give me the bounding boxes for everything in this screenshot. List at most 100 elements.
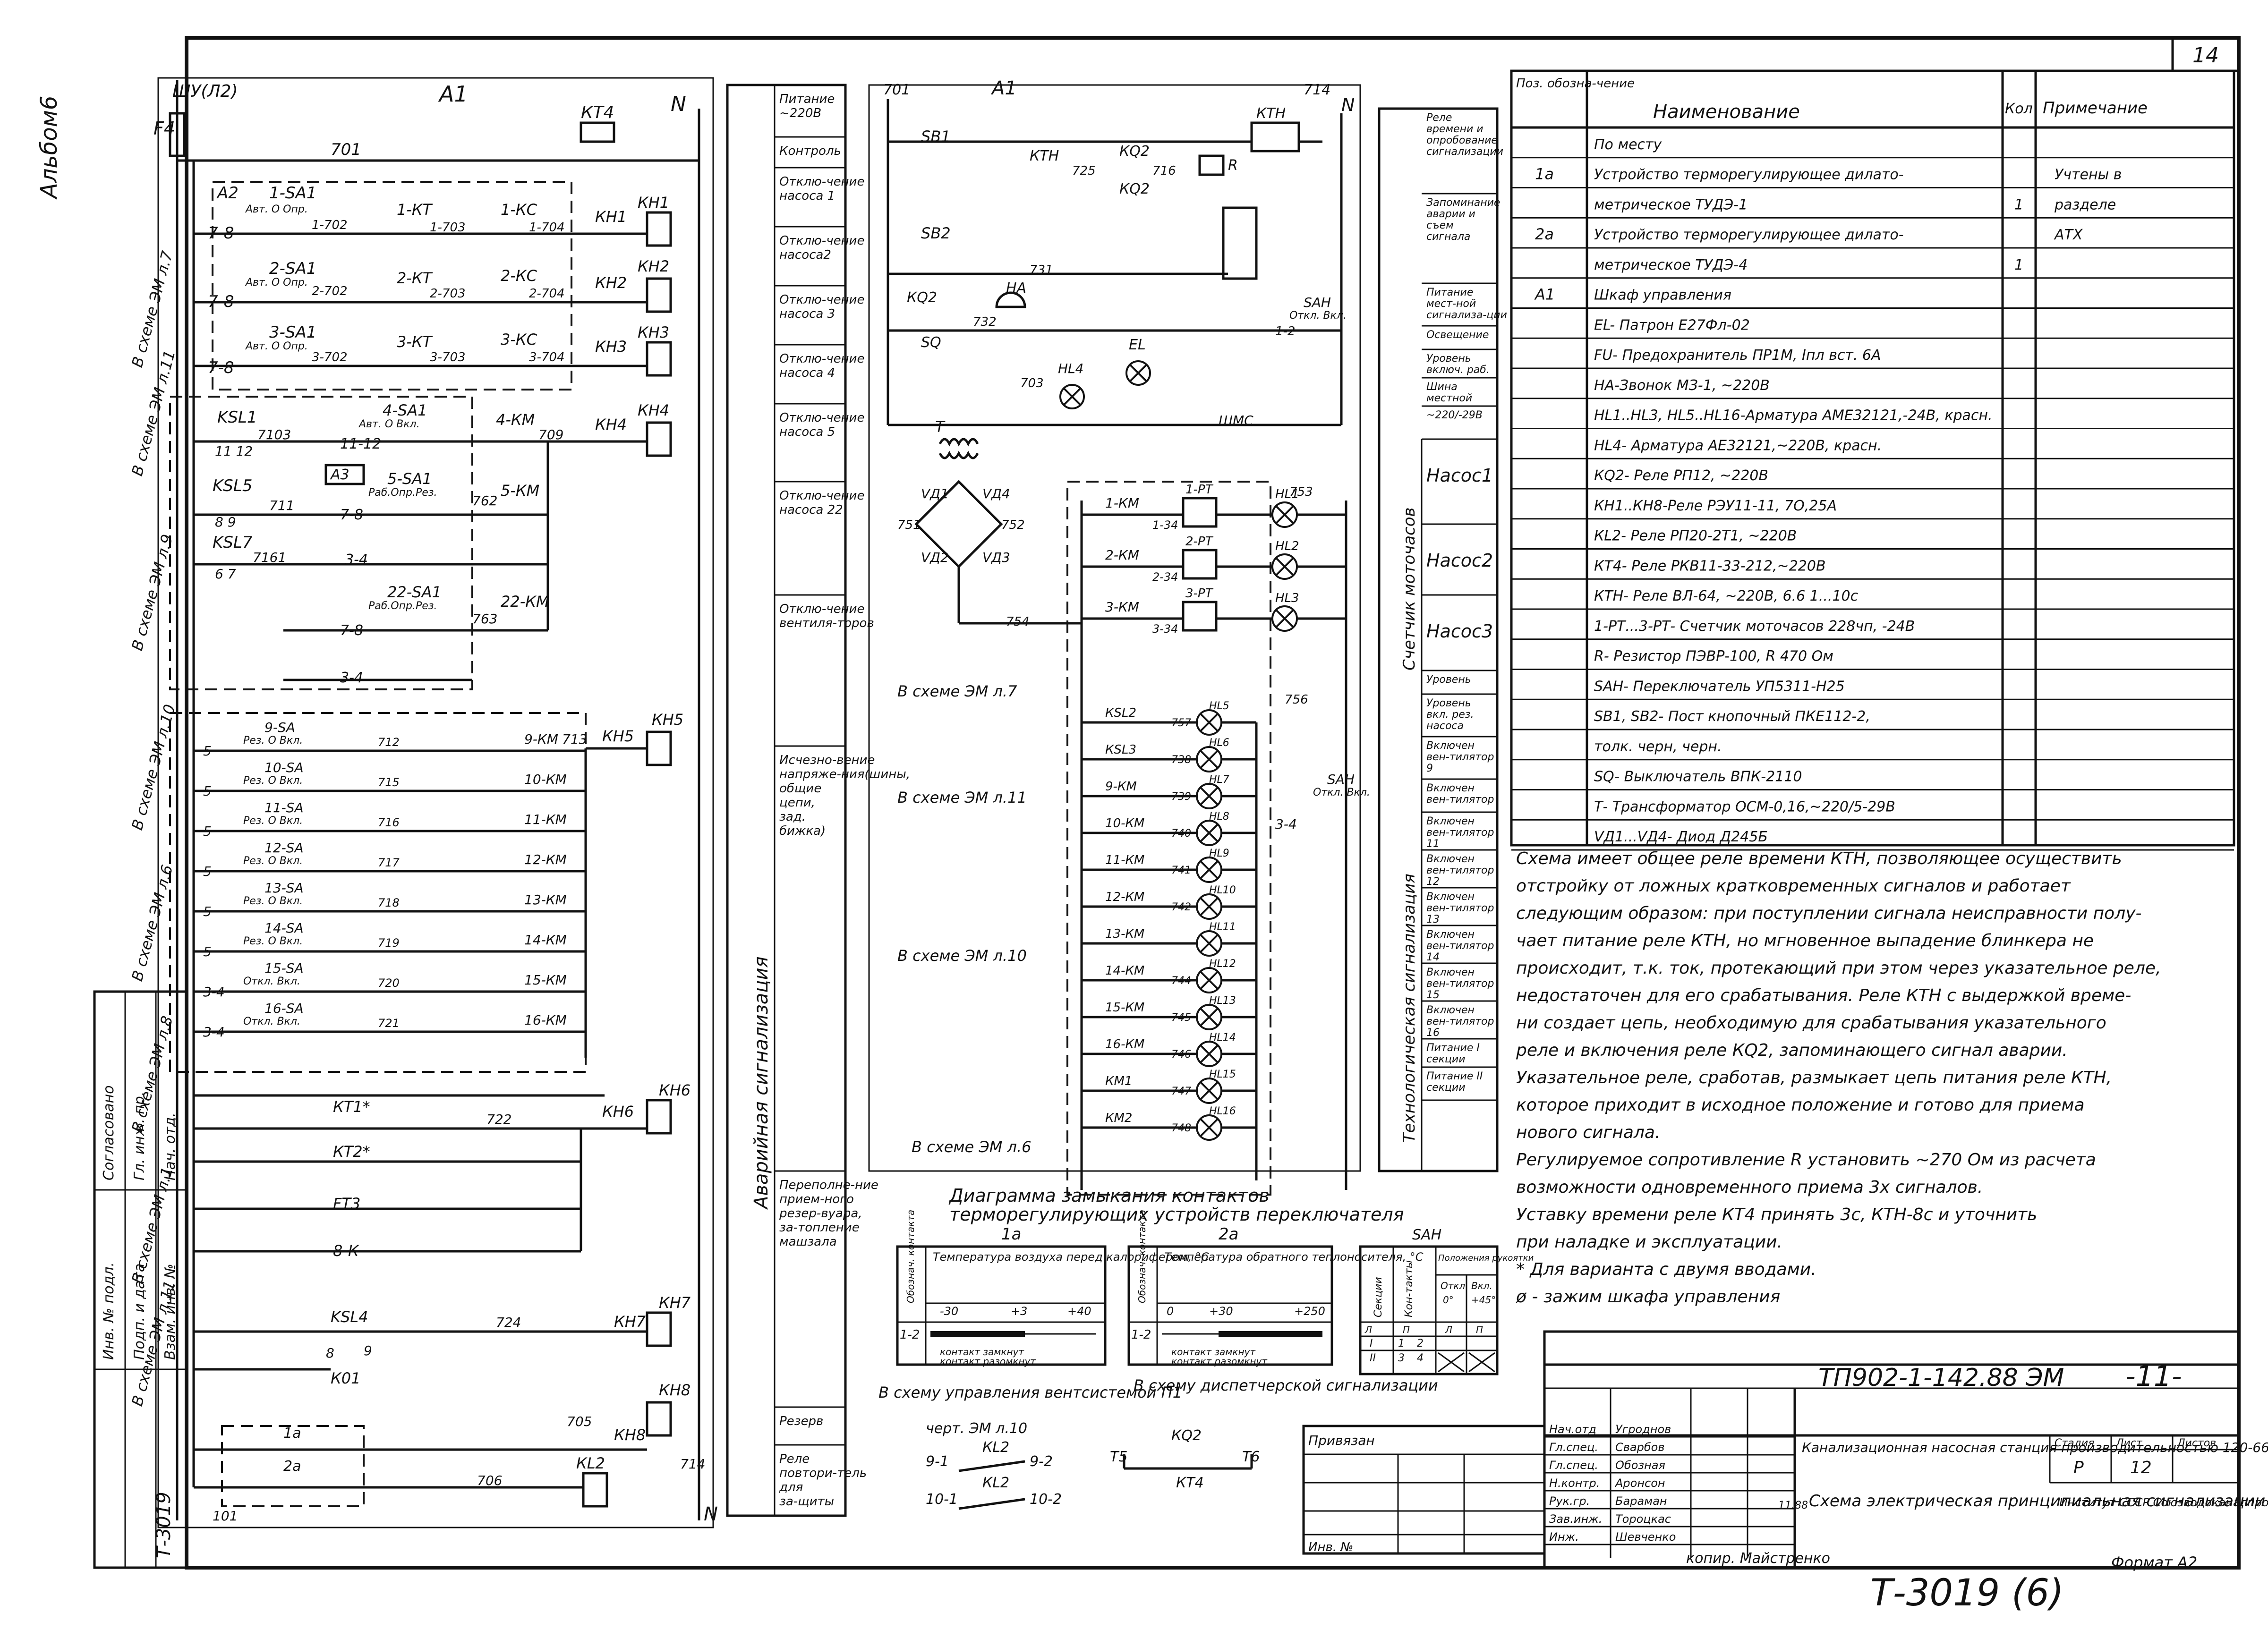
vent-switch-label: 9-SA <box>264 720 295 735</box>
fcol2-line: Уровень <box>1426 674 1471 686</box>
stamp-code: Т-3019 <box>153 1492 175 1558</box>
wire-714-left: 714 <box>680 1456 705 1472</box>
note-line: при наладке и эксплуатации. <box>1516 1232 1782 1252</box>
spec-name: КТН- Реле ВЛ-64, ~220В, 6.6 1...10с <box>1594 588 1859 604</box>
ksl7-terms: 6 7 <box>215 566 236 582</box>
coil-kh8-label: КН8 <box>659 1381 691 1399</box>
fcol2-line: насоса <box>1426 720 1464 732</box>
fcol2-line: вен-тилятор <box>1426 751 1494 763</box>
fcol1-line: зад. <box>779 810 806 824</box>
pump-row-4: KSL1 11 12 7103 4-SA1 Авт. О Вкл. 11-12 … <box>169 396 672 690</box>
counter-lamp-label: HL2 <box>1275 539 1299 553</box>
sah-col-0: Секции <box>1373 1277 1384 1317</box>
terms-4: 11-12 <box>340 436 381 452</box>
note-line: чает питание реле КТН, но мгновенное вып… <box>1516 931 2094 951</box>
counter-label: 2-РТ <box>1185 535 1214 549</box>
note-line: Указательное реле, сработав, размыкает ц… <box>1516 1068 2112 1087</box>
contact-1kt: 1-КТ <box>397 201 433 219</box>
role-name: Тороцкас <box>1615 1512 1671 1526</box>
contact-22km: 22-КМ <box>501 593 549 611</box>
mid-ref-l10: В схеме ЭМ л.10 <box>897 947 1027 965</box>
vent-switch-pos: Рез. О Вкл. <box>243 855 303 867</box>
wire-7161: 7161 <box>253 550 286 565</box>
coil-kh8-contact: КН8 <box>614 1426 646 1444</box>
vent-switch-pos: Рез. О Вкл. <box>243 775 303 787</box>
counter-label: 1-РТ <box>1185 483 1214 497</box>
coil-kh5-label: КН5 <box>602 727 634 745</box>
diode-vd2: VД2 <box>921 550 949 565</box>
switch-3sa1: 3-SA1 <box>269 323 316 342</box>
spec-name: SAН- Переключатель УП5311-Н25 <box>1594 678 1845 695</box>
sah2-terms: 3-4 <box>1275 816 1297 832</box>
contact-2kc: 2-КС <box>501 267 537 285</box>
counter-lamp <box>1271 553 1298 580</box>
fcol1-line: за-топление <box>779 1221 860 1235</box>
spec-name: Устройство терморегулирующее дилато- <box>1594 227 1904 243</box>
fcol2-line: Насос3 <box>1426 621 1493 642</box>
spec-name: HL4- Арматура АЕ32121,~220В, красн. <box>1594 437 1882 454</box>
role-title: Нач.отд <box>1549 1423 1596 1436</box>
counter-contact: 2-КМ <box>1105 547 1139 563</box>
counter-lamp-label: HL3 <box>1275 591 1299 605</box>
contact-3kc: 3-КС <box>501 331 537 348</box>
scheme-ref-l11: В схеме ЭМ л.11 <box>128 348 179 478</box>
ksl4-wire: 8 <box>326 1345 334 1361</box>
box-a2 <box>212 181 572 390</box>
fcol2-line: вен-тилятор <box>1426 827 1494 839</box>
switch-1sa1: 1-SA1 <box>269 184 316 203</box>
sah-row1-sec: I <box>1370 1338 1373 1349</box>
counter-label: 3-РТ <box>1185 586 1214 601</box>
mid-panel-label: А1 <box>990 77 1017 99</box>
spec-name: SQ- Выключатель ВПК-2110 <box>1594 769 1802 785</box>
fcol2-line: Питание <box>1426 287 1473 298</box>
coil-kh4 <box>646 421 672 457</box>
switch-pos-2: Авт. О Опр. <box>245 277 308 289</box>
role-title: Н.контр. <box>1549 1477 1600 1490</box>
stamp-line-1: Согласовано <box>101 1085 117 1180</box>
counter-lamp <box>1271 605 1298 632</box>
ksl4-row: KSL4 9 8 К01 724 КН7 КН7 <box>194 1294 691 1387</box>
organization: Институт СССР Союзводоканалпроект Харько… <box>2059 1496 2268 1509</box>
coil-kh3-contact: КН3 <box>595 338 627 356</box>
vent-terms: 3-4 <box>203 984 225 1000</box>
wire-705: 705 <box>567 1414 592 1429</box>
signal-lamp <box>1196 709 1222 736</box>
coil-kh1-contact: КН1 <box>595 208 627 226</box>
fcol2-line: Насос1 <box>1426 465 1493 486</box>
vent-terms: 5 <box>203 743 212 759</box>
lamp-row-wire: 745 <box>1171 1012 1191 1024</box>
stamp-line-5: Подп. и дата <box>131 1264 148 1360</box>
transformer-t-label: Т <box>935 418 946 436</box>
vent-wire: 716 <box>378 816 400 829</box>
group-counter-label: Счетчик моточасов <box>1400 507 1419 670</box>
inv-number: Инв. № <box>1308 1540 1353 1554</box>
signal-lamp <box>1196 930 1222 957</box>
role-name: Бараман <box>1615 1494 1667 1508</box>
role-name: Обозная <box>1615 1459 1665 1472</box>
spec-header-name: Наименование <box>1653 101 1800 123</box>
vent-sheet: черт. ЭМ л.10 <box>926 1420 1027 1437</box>
vent-contact: 15-КМ <box>524 972 567 988</box>
fcol1-line: за-щиты <box>779 1494 834 1509</box>
fcol2-line: Включен <box>1426 740 1475 752</box>
spec-name: ЕL- Патрон Е27Фл-02 <box>1594 317 1750 333</box>
fcol1-line: напряже-ния(шины, <box>779 767 910 781</box>
fuse-label: F4 <box>153 118 175 139</box>
spec-name: НА-Звонок МЗ-1, ~220В <box>1594 377 1770 394</box>
sah-row2-sec: II <box>1370 1352 1376 1364</box>
d1-row: 1-2 <box>900 1328 920 1342</box>
stamp-line-4: Инв. № подл. <box>101 1262 117 1360</box>
ksl1-label: KSL1 <box>217 408 257 427</box>
lamp-el <box>1125 360 1151 386</box>
sah-hdr-1: П <box>1403 1324 1410 1335</box>
spec-name: VД1...VД4- Диод Д245Б <box>1594 829 1768 845</box>
sign-date: 11.88 <box>1778 1500 1808 1511</box>
vent-ref: В схему управления вентсистемой П1 <box>878 1383 1182 1401</box>
note-line: Уставку времени реле КТ4 принять 3с, КТН… <box>1516 1205 2037 1224</box>
fcol1-line: Переполне-ние <box>779 1178 878 1192</box>
counter-wire-label: 2-34 <box>1152 570 1178 584</box>
fcol2-line: Включен <box>1426 929 1475 941</box>
vent-contact: 13-КМ <box>524 892 567 908</box>
hour-counter <box>1182 497 1218 528</box>
fcol1-line: насоса 4 <box>779 366 835 380</box>
